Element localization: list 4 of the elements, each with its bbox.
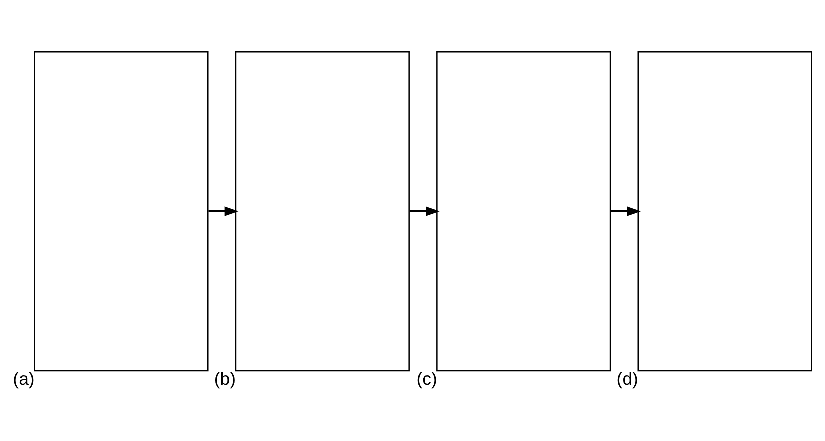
node-label: (c): [416, 368, 438, 389]
node-label: (a): [13, 368, 35, 389]
node-label: (d): [616, 368, 638, 389]
node-label: (b): [214, 368, 236, 389]
